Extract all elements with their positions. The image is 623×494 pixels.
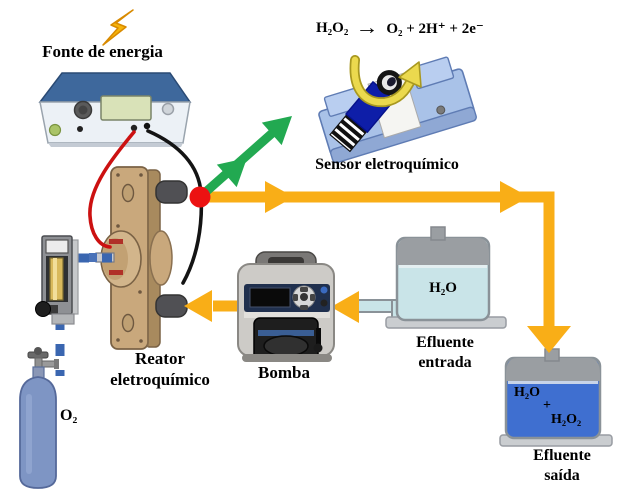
reaction-reactant: H₂O₂	[316, 19, 349, 36]
pump-display	[249, 287, 291, 308]
power-led-icon	[48, 123, 62, 137]
power-source-label: Fonte de energia	[42, 42, 163, 61]
reaction-equation: H₂O₂ → O₂ + 2H⁺ + 2e⁻	[316, 18, 484, 38]
flow-meter-scale	[45, 239, 69, 254]
reactor-device	[89, 166, 188, 350]
reaction-products: O₂ + 2H⁺ + 2e⁻	[386, 20, 484, 37]
sensor-device	[318, 55, 477, 164]
negative-terminal-icon	[143, 122, 151, 130]
pump-device	[237, 251, 335, 362]
reaction-arrow-icon: →	[355, 17, 379, 39]
effluent-label-line2: saída	[544, 466, 580, 484]
reactor-outlet-port	[155, 180, 188, 204]
influent-tank-label: Efluente entrada	[391, 333, 499, 372]
flow-arrowhead-icon	[331, 291, 359, 323]
flow-arrowhead-icon	[184, 290, 212, 322]
effluent-content-plus: +	[543, 398, 551, 413]
junction-dot-icon	[189, 186, 211, 208]
effluent-content-h2o2: H₂O₂	[551, 412, 582, 427]
effluent-label-line1: Efluente	[533, 447, 591, 464]
influent-label-line1: Efluente	[416, 334, 474, 351]
signal-arrowhead-icon	[261, 116, 292, 146]
flow-meter-knob-icon	[35, 301, 51, 317]
sensor-label: Sensor eletroquímico	[315, 156, 459, 173]
oxygen-cylinder-device	[19, 347, 59, 489]
reactor-inlet-port	[155, 294, 188, 318]
influent-tank	[385, 226, 507, 329]
effluent-tank-label: Efluente saída	[508, 446, 616, 485]
electrode-contact-icon	[89, 253, 97, 262]
lightning-bolt-icon	[102, 9, 134, 46]
gas-line	[55, 253, 112, 376]
flow-arrowhead-icon	[500, 181, 529, 213]
pump-label: Bomba	[258, 363, 310, 382]
oxygen-label: O₂	[60, 407, 78, 424]
reactor-label-line1: Reator	[134, 349, 186, 368]
reactor-label-line2: eletroquímico	[110, 369, 210, 389]
effluent-tank	[499, 348, 613, 447]
power-supply-device	[38, 72, 192, 147]
influent-content-label: H₂O	[429, 280, 457, 296]
flow-line	[200, 181, 571, 353]
positive-terminal-icon	[130, 124, 138, 132]
flow-meter-device	[35, 235, 79, 325]
effluent-content-h2o: H₂O	[514, 385, 540, 400]
reaction-flow-arrow-icon	[349, 55, 422, 108]
flow-arrowhead-icon	[265, 181, 294, 213]
influent-label-line2: entrada	[418, 353, 472, 371]
power-display	[100, 95, 152, 121]
signal-arrow	[197, 116, 292, 201]
signal-arrowhead-icon	[216, 158, 247, 188]
flow-arrowhead-icon	[527, 326, 571, 353]
reactor-label: Reator eletroquímico	[95, 349, 225, 390]
positive-cable	[88, 130, 136, 249]
